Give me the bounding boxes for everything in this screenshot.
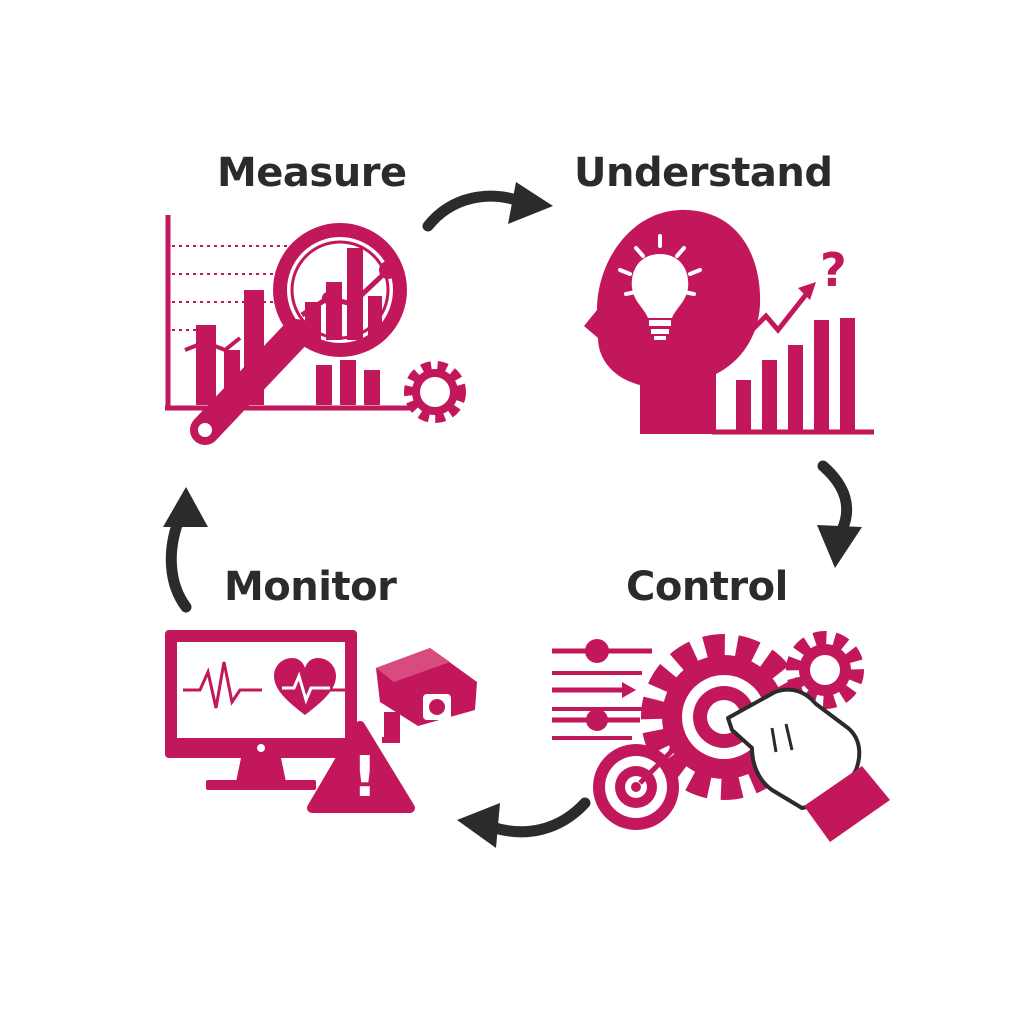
- question-mark: ?: [820, 243, 847, 297]
- step-label-understand: Understand: [574, 150, 833, 196]
- head-lightbulb-icon: [584, 209, 761, 434]
- bar-chart-icon: [712, 282, 874, 435]
- hand-icon: [726, 687, 890, 842]
- target-icon: [593, 737, 684, 830]
- step-label-control: Control: [626, 564, 788, 610]
- sliders-icon: [552, 639, 652, 740]
- arrow-measure-to-understand: [422, 182, 553, 232]
- step-label-monitor: Monitor: [224, 564, 397, 610]
- monitor-icon: [165, 630, 357, 790]
- warning-icon: [307, 721, 415, 813]
- gear-icon: [404, 361, 466, 423]
- magnifier-chart-icon: [165, 215, 410, 445]
- arrow-control-to-monitor: [457, 797, 591, 848]
- arrow-understand-to-control: [817, 460, 862, 568]
- heart-icon: [274, 658, 336, 715]
- gear-icon-small: [786, 631, 864, 709]
- arrow-monitor-to-measure: [163, 487, 208, 613]
- warning-mark: !: [352, 745, 378, 810]
- security-camera-icon: [376, 648, 477, 743]
- step-label-measure: Measure: [217, 150, 407, 196]
